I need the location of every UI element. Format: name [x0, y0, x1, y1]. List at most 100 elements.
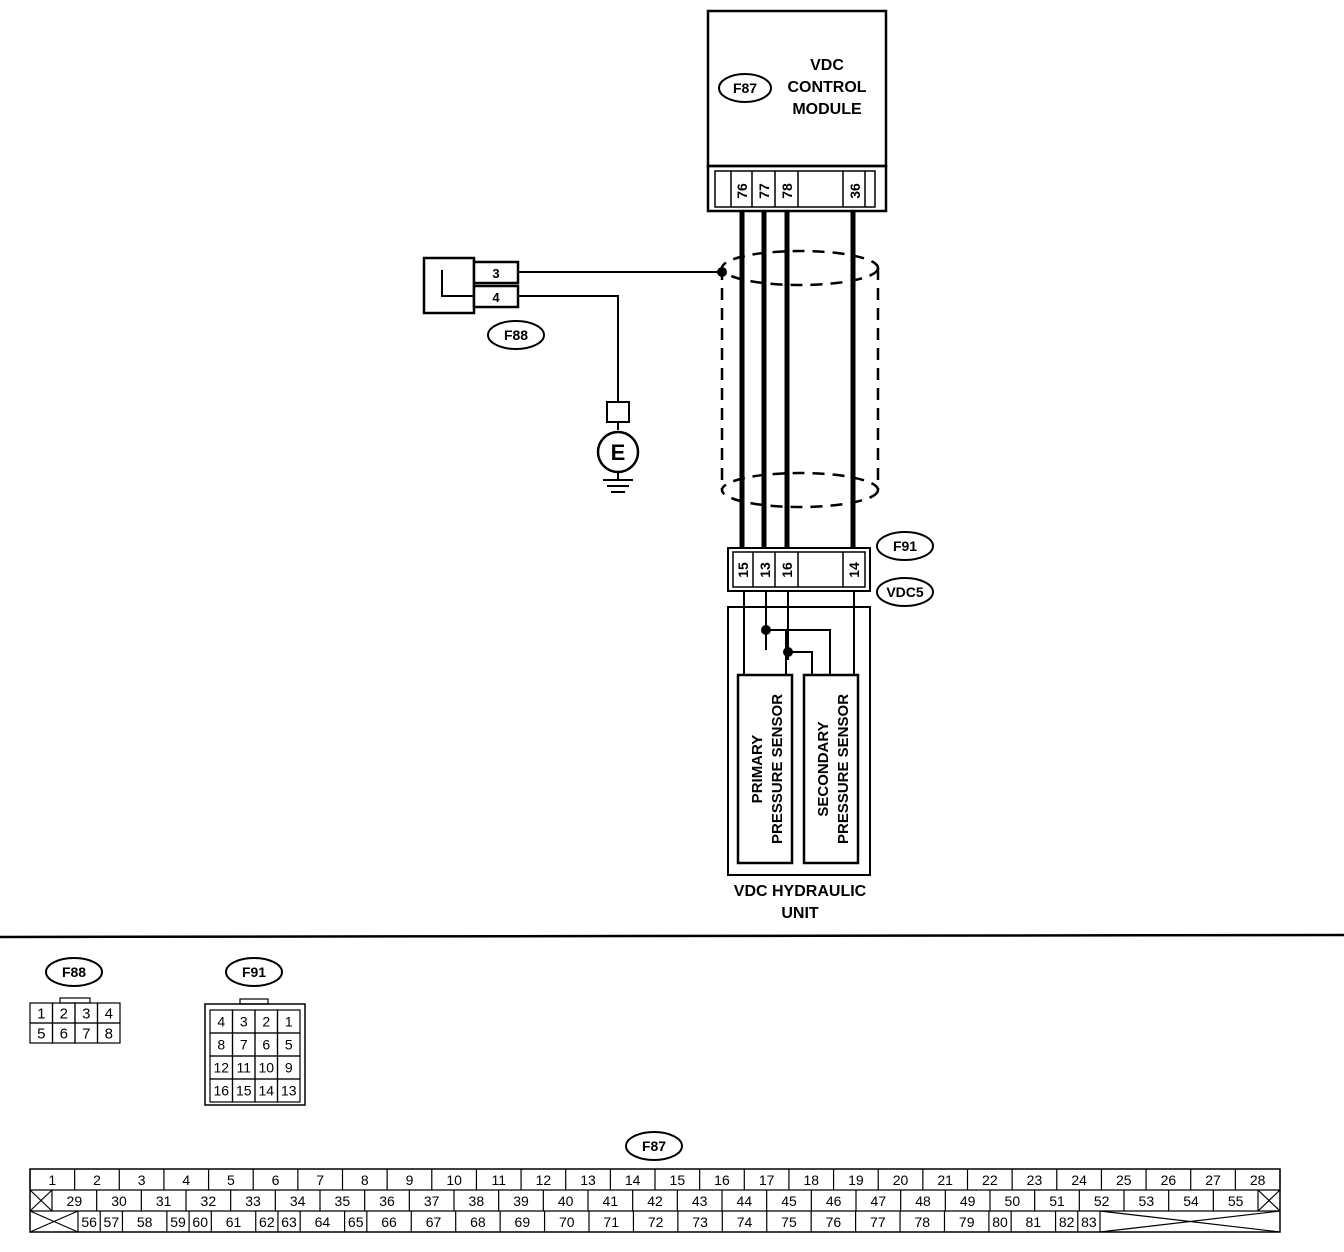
- f87-face-pin-64: 64: [315, 1214, 331, 1230]
- f87-face-pin-6: 6: [272, 1172, 280, 1188]
- secondary-sensor-label-1: SECONDARY: [815, 721, 832, 816]
- f87-face-pin-29: 29: [67, 1193, 83, 1209]
- f87-face-pin-81: 81: [1026, 1214, 1042, 1230]
- f91-pin-16: 16: [779, 562, 795, 578]
- f88-face-tag: F88: [62, 964, 86, 980]
- f87-face-pin-12: 12: [536, 1172, 552, 1188]
- f88-pin-4: 4: [492, 290, 500, 305]
- f88-face-pin-2: 2: [60, 1005, 68, 1022]
- f87-face-pin-31: 31: [156, 1193, 172, 1209]
- f87-face-pin-83: 83: [1081, 1214, 1097, 1230]
- module-pin-36: 36: [847, 183, 863, 199]
- f87-face-pin-66: 66: [381, 1214, 397, 1230]
- module-pin-77: 77: [756, 183, 772, 199]
- vdc5-tag: VDC5: [886, 584, 924, 600]
- f87-face-pin-36: 36: [379, 1193, 395, 1209]
- divider: [0, 933, 1344, 939]
- f87-face-pin-47: 47: [871, 1193, 887, 1209]
- f91-face-pin-9: 9: [285, 1060, 293, 1076]
- f87-face-pin-1: 1: [48, 1172, 56, 1188]
- f88-face-pin-4: 4: [105, 1005, 113, 1022]
- f91-face-pin-14: 14: [258, 1083, 274, 1099]
- f87-face-pin-22: 22: [982, 1172, 998, 1188]
- f87-face-pin-67: 67: [426, 1214, 442, 1230]
- f88-tag-oval: [487, 320, 545, 350]
- f87-face-pin-3: 3: [138, 1172, 146, 1188]
- f88-face-pin-8: 8: [105, 1025, 113, 1042]
- f88-face-pin-1: 1: [37, 1005, 45, 1022]
- f87-face-pin-19: 19: [848, 1172, 864, 1188]
- f87-face-pin-23: 23: [1027, 1172, 1043, 1188]
- ground-label: E: [611, 440, 626, 465]
- f87-face-pin-53: 53: [1139, 1193, 1155, 1209]
- f91-tag-oval: [876, 531, 934, 561]
- f87-face-pin-9: 9: [406, 1172, 414, 1188]
- f87-face-pin-73: 73: [692, 1214, 708, 1230]
- f87-face-pin-7: 7: [316, 1172, 324, 1188]
- f87-face-pin-63: 63: [281, 1214, 297, 1230]
- f87-face-pin-49: 49: [960, 1193, 976, 1209]
- primary-sensor-label-2: PRESSURE SENSOR: [769, 694, 786, 844]
- primary-pressure-sensor: [736, 673, 794, 865]
- module-connector-tag-oval: [718, 73, 772, 103]
- f87-face-pin-74: 74: [737, 1214, 753, 1230]
- f87-face-pin-78: 78: [914, 1214, 930, 1230]
- f87-face-pin-82: 82: [1059, 1214, 1075, 1230]
- f87-face-pin-21: 21: [937, 1172, 953, 1188]
- f87-face-pin-32: 32: [201, 1193, 217, 1209]
- f91-tag: F91: [893, 538, 917, 554]
- f87-face-pin-18: 18: [803, 1172, 819, 1188]
- f91-face-pin-7: 7: [240, 1037, 248, 1053]
- primary-sensor-label-1: PRIMARY: [749, 735, 766, 804]
- f91-face-pin-10: 10: [258, 1060, 274, 1076]
- f91-face-pin-15: 15: [236, 1083, 252, 1099]
- f87-face-pin-27: 27: [1205, 1172, 1221, 1188]
- f87-face-pin-33: 33: [245, 1193, 261, 1209]
- f87-face-tag: F87: [642, 1138, 666, 1154]
- f87-face-pin-26: 26: [1161, 1172, 1177, 1188]
- f87-face-pin-80: 80: [992, 1214, 1008, 1230]
- module-connector-tag: F87: [733, 80, 757, 96]
- f91-face-pin-6: 6: [262, 1037, 270, 1053]
- f87-face-pin-55: 55: [1228, 1193, 1244, 1209]
- f87-face-pin-11: 11: [491, 1172, 506, 1188]
- f88-tag: F88: [504, 327, 528, 343]
- f87-face-pin-43: 43: [692, 1193, 708, 1209]
- module-title-line-2: CONTROL: [787, 79, 866, 96]
- unit-title-line-1: VDC HYDRAULIC: [734, 883, 867, 900]
- f87-face-pin-28: 28: [1250, 1172, 1266, 1188]
- f87-face-pin-69: 69: [515, 1214, 531, 1230]
- f87-face-pin-41: 41: [603, 1193, 619, 1209]
- signal-wires: [739, 211, 856, 548]
- f87-face-pin-25: 25: [1116, 1172, 1132, 1188]
- f91-face-pin-16: 16: [213, 1083, 229, 1099]
- vdc5-tag-oval: [876, 577, 934, 607]
- f87-face-pin-2: 2: [93, 1172, 101, 1188]
- f87-face-pin-5: 5: [227, 1172, 235, 1188]
- f87-face-pin-60: 60: [192, 1214, 208, 1230]
- f87-face-pin-70: 70: [559, 1214, 575, 1230]
- secondary-sensor-label-2: PRESSURE SENSOR: [835, 694, 852, 844]
- f87-face-pin-52: 52: [1094, 1193, 1110, 1209]
- f87-face-pin-75: 75: [781, 1214, 797, 1230]
- f87-face-pin-37: 37: [424, 1193, 440, 1209]
- f87-face-pin-62: 62: [259, 1214, 275, 1230]
- f91-face-pin-5: 5: [285, 1037, 293, 1053]
- f87-face-pin-79: 79: [959, 1214, 975, 1230]
- f87-face-pin-44: 44: [737, 1193, 753, 1209]
- f91-pin-13: 13: [757, 562, 773, 578]
- f87-face-pin-50: 50: [1005, 1193, 1021, 1209]
- f87-face-pin-65: 65: [348, 1214, 364, 1230]
- module-title-line-1: VDC: [810, 57, 844, 74]
- f91-face-pin-13: 13: [281, 1083, 297, 1099]
- f87-face-pin-38: 38: [469, 1193, 485, 1209]
- f87-face-pin-56: 56: [81, 1214, 97, 1230]
- f91-face-pin-3: 3: [240, 1014, 248, 1030]
- f87-face-pin-13: 13: [580, 1172, 596, 1188]
- f87-face-pin-57: 57: [104, 1214, 120, 1230]
- f87-face-pin-40: 40: [558, 1193, 574, 1209]
- f88-face-pin-6: 6: [60, 1025, 68, 1042]
